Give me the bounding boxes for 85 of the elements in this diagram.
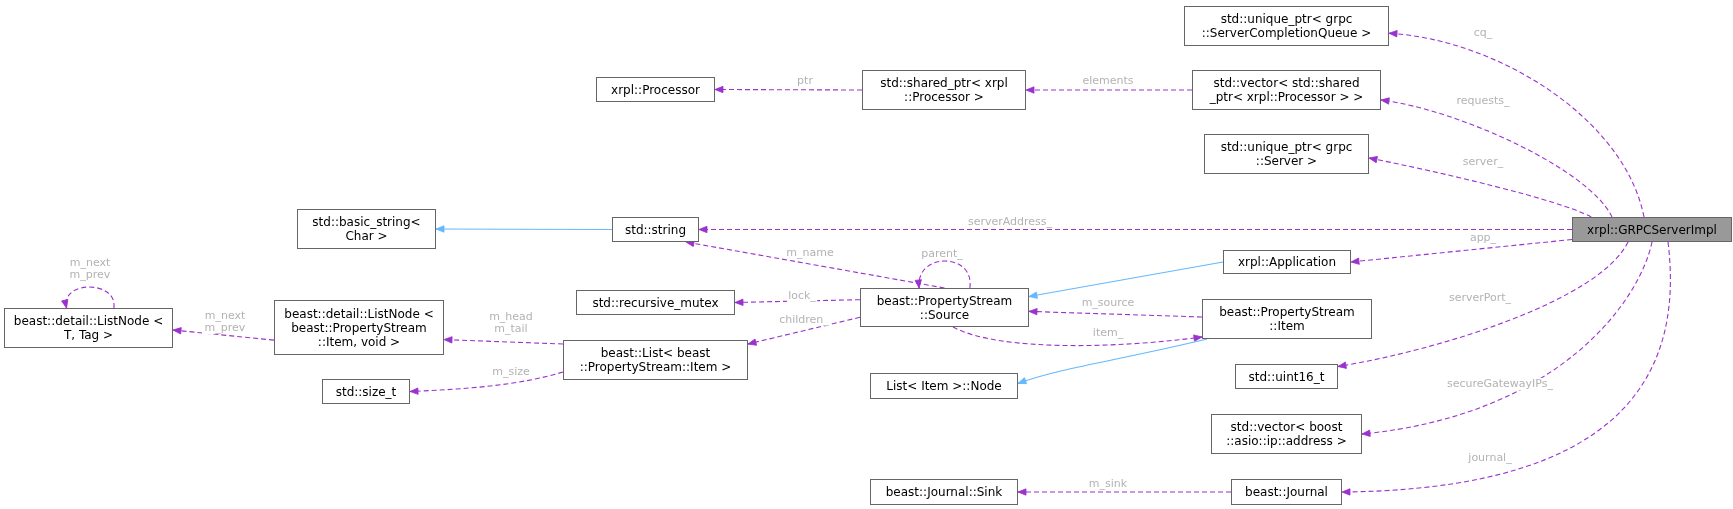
edge-label: elements bbox=[1081, 75, 1135, 87]
class-name: std::unique_ptr< grpc ::Server > bbox=[1219, 140, 1354, 168]
class-box bbox=[1204, 134, 1369, 174]
edge-label: journal_ bbox=[1467, 452, 1513, 464]
edge-label: cq_ bbox=[1472, 27, 1494, 39]
class-name: List< Item >::Node bbox=[886, 379, 1002, 393]
edge-label: m_source bbox=[1080, 297, 1136, 309]
edge-label: requests_ bbox=[1455, 95, 1511, 107]
class-box bbox=[4, 308, 173, 348]
edge-label: secureGatewayIPs_ bbox=[1445, 378, 1555, 390]
class-name: beast::List< beast ::PropertyStream::Item > bbox=[578, 346, 733, 374]
dashed-arrow bbox=[714, 85, 863, 94]
class-box bbox=[1231, 479, 1342, 505]
class-box bbox=[1572, 217, 1732, 242]
class-name: beast::Journal bbox=[1245, 485, 1328, 499]
edge-label: serverPort_ bbox=[1447, 292, 1513, 304]
class-box bbox=[1235, 364, 1338, 389]
edge-label: parent_ bbox=[920, 248, 964, 260]
arrow bbox=[435, 225, 613, 233]
dashed-arrow bbox=[1350, 238, 1573, 265]
dashed-arrow bbox=[915, 260, 971, 289]
class-name: std::recursive_mutex bbox=[592, 295, 719, 310]
class-name: std::unique_ptr< grpc ::ServerCompletionQueue > bbox=[1200, 12, 1373, 40]
edge-label: m_next m_prev bbox=[202, 310, 248, 334]
dashed-arrow bbox=[747, 316, 861, 346]
edge-label: m_head m_tail bbox=[488, 311, 534, 335]
dashed-arrow bbox=[443, 336, 564, 345]
dashed-arrow bbox=[62, 286, 115, 309]
dashed-arrow bbox=[1028, 308, 1203, 318]
dashed-arrow bbox=[172, 327, 275, 341]
class-name: std::vector< std::shared _ptr< xrpl::Processor > > bbox=[1208, 76, 1365, 104]
dashed-arrow bbox=[698, 225, 1573, 234]
dashed-arrow bbox=[1337, 241, 1629, 369]
edge-label: server_ bbox=[1461, 156, 1505, 168]
class-box bbox=[862, 70, 1026, 110]
class-name: xrpl::Application bbox=[1237, 255, 1337, 269]
class-box bbox=[1192, 70, 1381, 110]
dashed-arrow bbox=[1368, 156, 1592, 218]
class-name: xrpl::Processor bbox=[611, 82, 700, 97]
class-name: std::string bbox=[624, 222, 687, 237]
class-box bbox=[563, 340, 748, 380]
edge-label: m_next m_prev bbox=[67, 257, 113, 281]
dashed-arrow bbox=[1380, 97, 1613, 218]
class-box bbox=[297, 209, 436, 249]
dashed-arrow bbox=[952, 326, 1203, 347]
class-box bbox=[870, 479, 1018, 505]
class-name: std::basic_string< Char > bbox=[311, 215, 422, 243]
class-box bbox=[274, 300, 444, 355]
edge-label: app_ bbox=[1468, 232, 1498, 244]
class-name: beast::PropertyStream ::Item bbox=[1218, 305, 1356, 333]
edge-label: m_name bbox=[785, 247, 835, 259]
edge-label: children_ bbox=[778, 314, 830, 326]
class-box bbox=[322, 379, 410, 404]
class-name: beast::Journal::Sink bbox=[885, 485, 1003, 499]
class-name: std::size_t bbox=[335, 384, 397, 399]
class-name: xrpl::GRPCServerImpl bbox=[1587, 222, 1717, 237]
class-box bbox=[576, 290, 735, 315]
class-box bbox=[596, 77, 715, 102]
dashed-arrow bbox=[1361, 241, 1653, 437]
dashed-arrow bbox=[409, 371, 564, 395]
class-name: std::vector< boost ::asio::ip::address > bbox=[1225, 420, 1348, 448]
class-name: beast::detail::ListNode < beast::PropertyStream ::Item, void > bbox=[283, 306, 435, 349]
class-box bbox=[860, 288, 1029, 327]
edge-label: lock_ bbox=[787, 290, 817, 302]
class-box bbox=[1184, 6, 1389, 46]
class-box bbox=[1211, 414, 1362, 454]
class-box bbox=[870, 373, 1018, 399]
dashed-arrow bbox=[1388, 30, 1645, 218]
class-box bbox=[1223, 250, 1351, 274]
dashed-arrow bbox=[1017, 488, 1232, 496]
edge-label: item_ bbox=[1091, 327, 1125, 339]
class-box bbox=[1202, 299, 1372, 339]
dashed-arrow bbox=[1025, 86, 1193, 94]
edge-label: m_size bbox=[491, 366, 531, 378]
edge-label: serverAddress_ bbox=[966, 216, 1054, 228]
class-name: std::shared_ptr< xrpl ::Processor > bbox=[879, 76, 1009, 104]
dashed-arrow bbox=[1341, 241, 1671, 496]
class-box bbox=[612, 217, 699, 242]
edge-label: m_sink bbox=[1087, 478, 1129, 490]
arrow bbox=[1017, 338, 1208, 385]
arrow bbox=[1028, 261, 1224, 299]
class-name: std::uint16_t bbox=[1248, 369, 1325, 384]
edge-label: ptr bbox=[796, 75, 814, 87]
class-name: beast::PropertyStream ::Source bbox=[875, 293, 1014, 322]
class-name: beast::detail::ListNode < T, Tag > bbox=[12, 314, 165, 342]
